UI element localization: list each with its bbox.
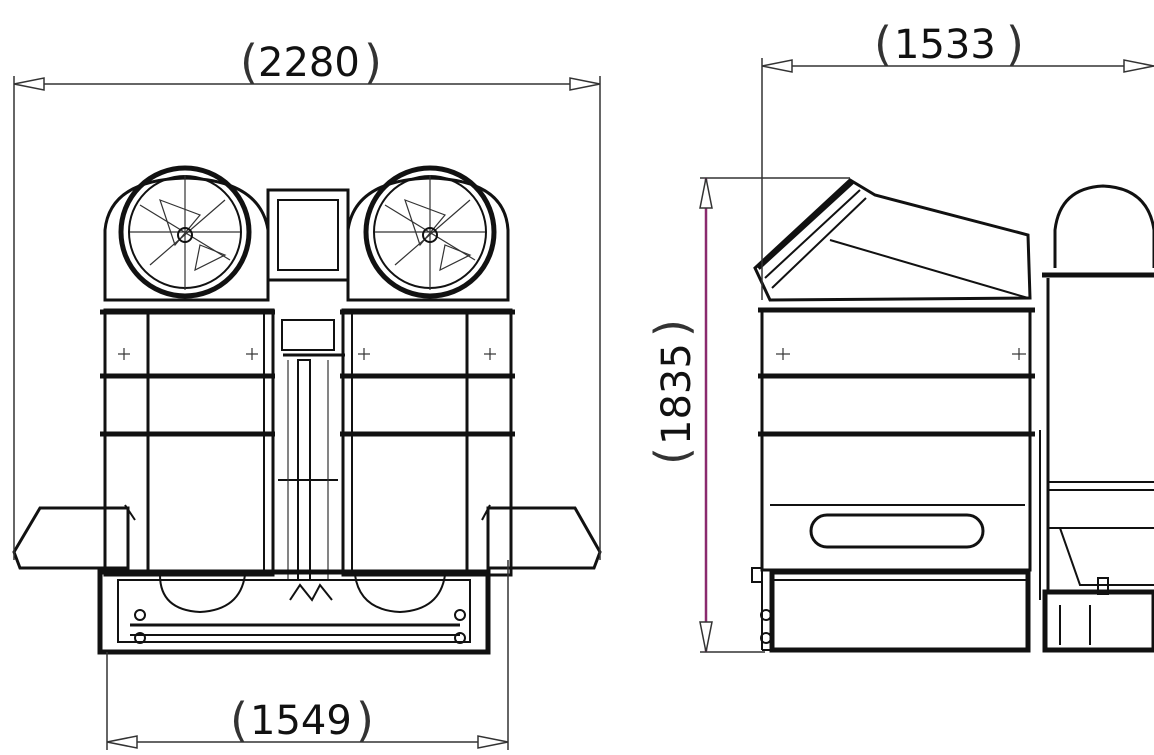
side-hopper-top xyxy=(753,178,1032,302)
dimension-side-width: ( ) 1533 xyxy=(761,17,1154,300)
center-motor-box xyxy=(266,188,350,581)
dimension-front-width-label: 2280 xyxy=(258,40,360,86)
svg-text:): ) xyxy=(1006,17,1024,71)
svg-text:(: ( xyxy=(230,693,248,747)
svg-text:): ) xyxy=(364,35,382,89)
dimension-base-width-label: 1549 xyxy=(250,698,352,744)
right-tank xyxy=(340,308,515,577)
side-main-tank xyxy=(758,307,1035,572)
right-fan-unit xyxy=(346,165,510,302)
front-view: ( ) 2280 ( ) 1549 xyxy=(12,35,602,750)
dimension-height: ( ) 1835 xyxy=(645,177,850,653)
left-tank xyxy=(100,308,275,577)
svg-text:(: ( xyxy=(874,17,892,71)
side-wings xyxy=(12,504,602,570)
dimension-base-width: ( ) 1549 xyxy=(106,560,509,750)
side-view: ( ) 1533 ( ) 1835 xyxy=(645,17,1154,653)
svg-text:(: ( xyxy=(645,447,699,465)
svg-text:): ) xyxy=(645,319,699,337)
left-fan-unit xyxy=(103,165,270,302)
svg-text:(: ( xyxy=(240,35,258,89)
dimension-side-width-label: 1533 xyxy=(894,22,996,68)
dimension-height-label: 1835 xyxy=(654,343,700,445)
side-secondary-tank xyxy=(1039,184,1154,653)
dimension-front-width: ( ) 2280 xyxy=(13,35,601,560)
svg-text:): ) xyxy=(356,693,374,747)
side-base-frame xyxy=(751,567,1031,653)
front-base-frame xyxy=(97,569,491,655)
